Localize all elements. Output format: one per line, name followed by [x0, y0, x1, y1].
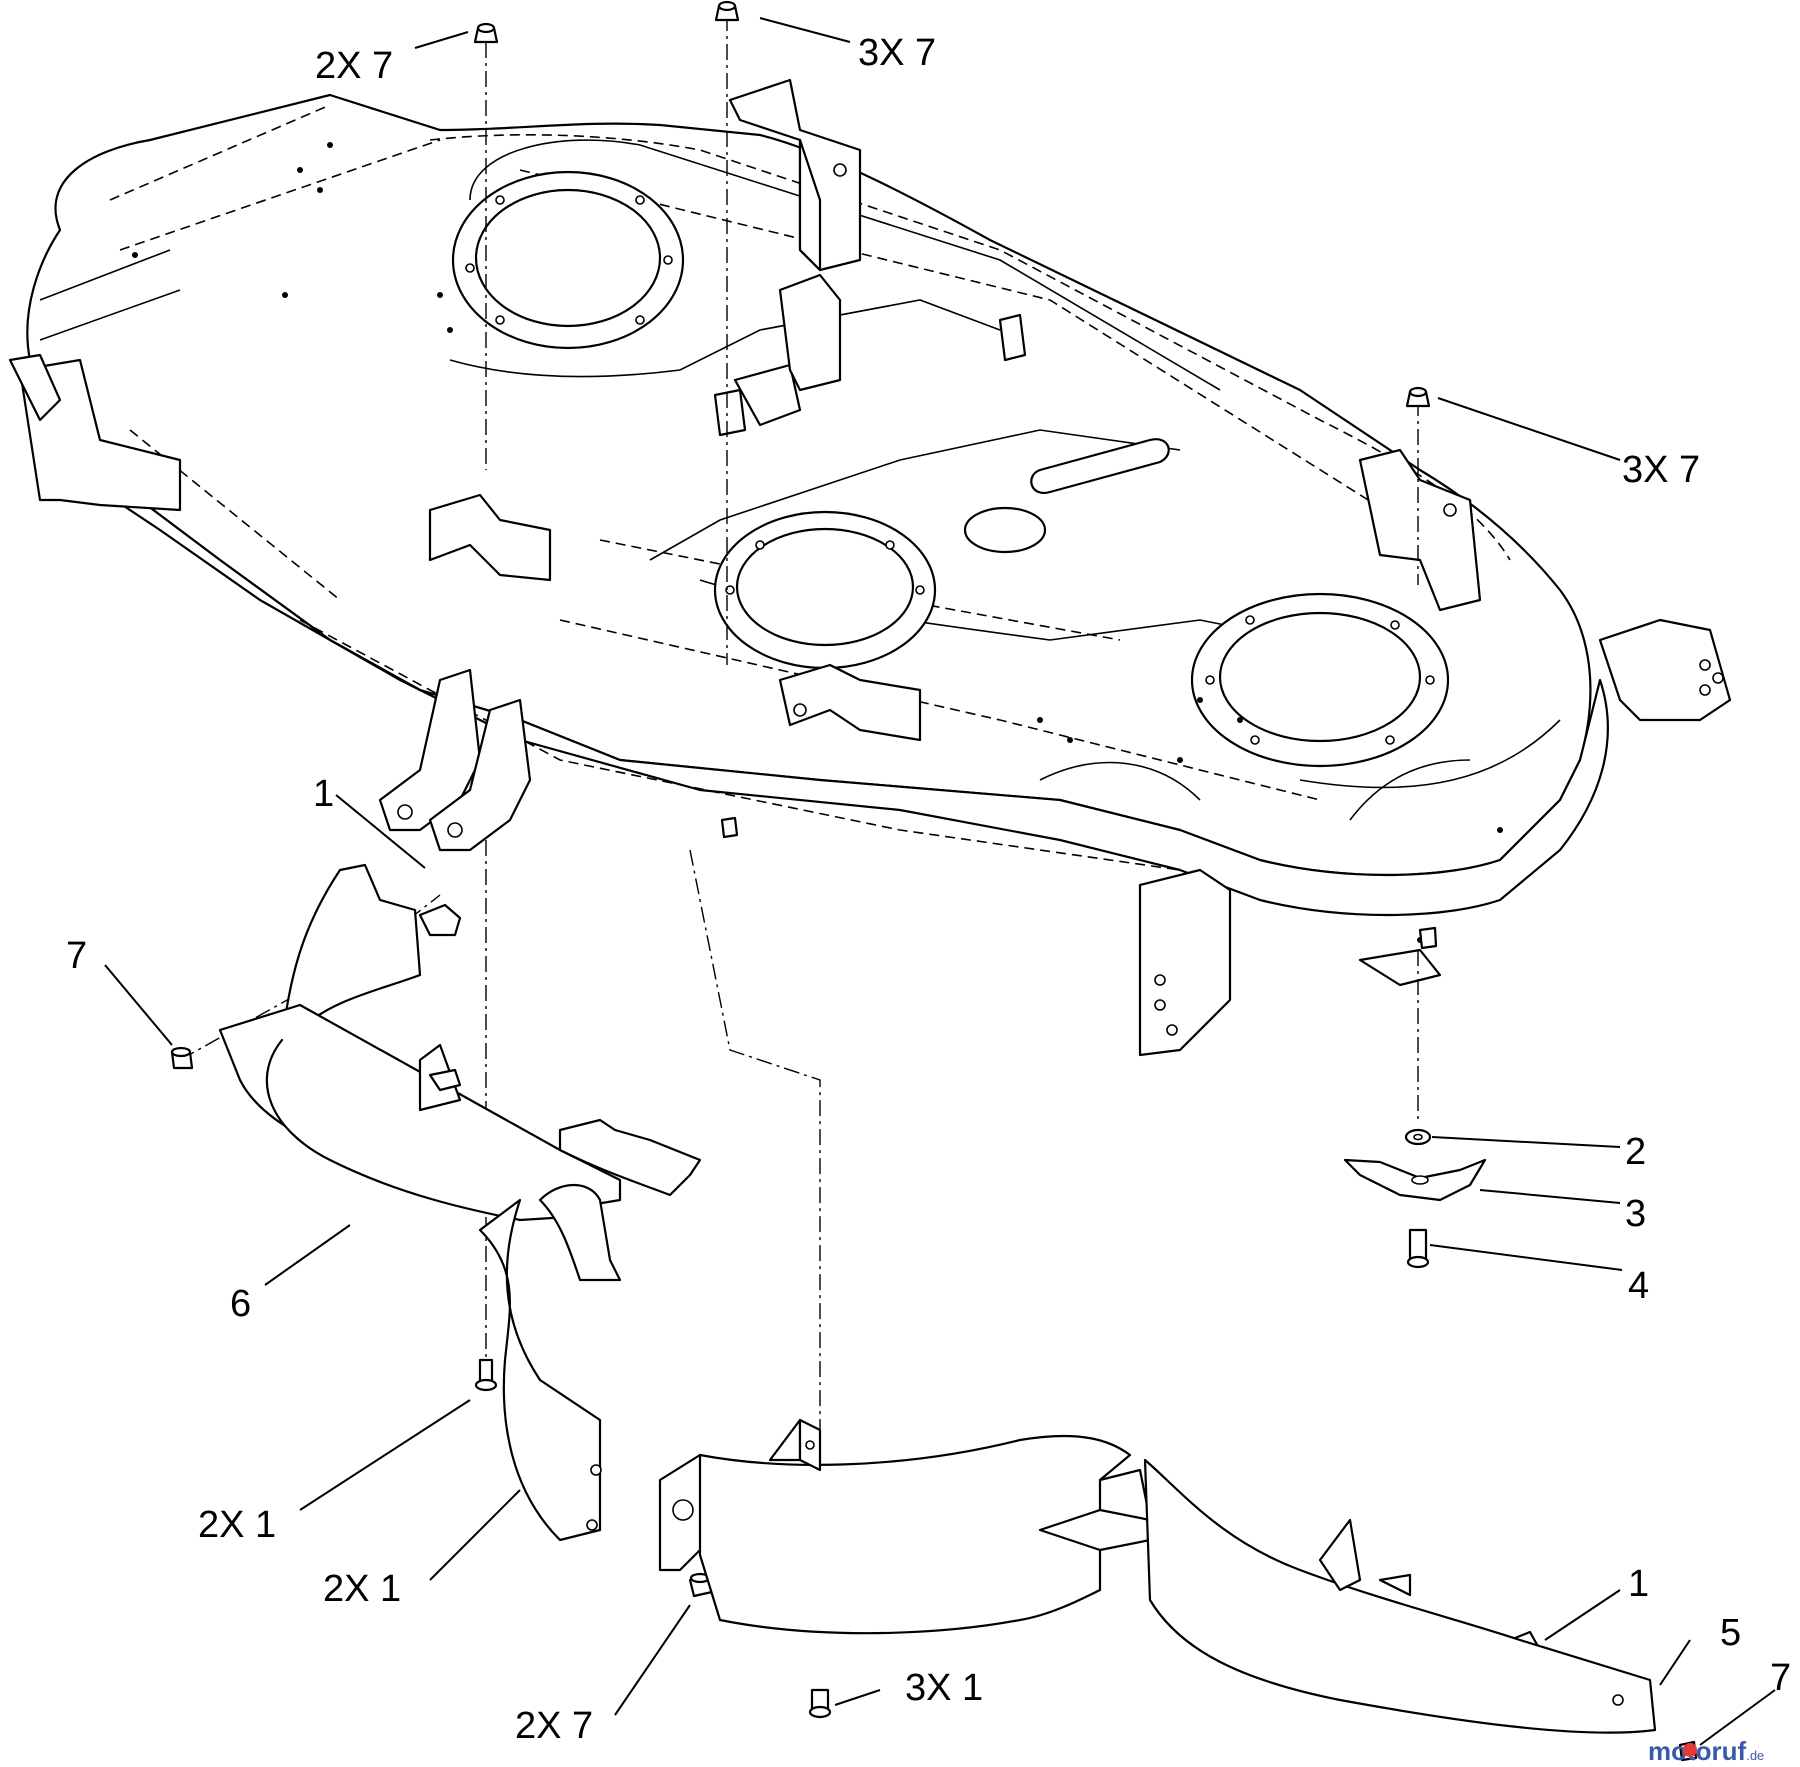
deck-bracket-front — [778, 663, 922, 742]
nut-top-center — [714, 0, 740, 22]
callout-1-right: 1 — [1628, 1563, 1649, 1605]
callout-7-left: 7 — [66, 935, 87, 977]
callout-3: 3 — [1625, 1193, 1646, 1235]
nut-left-7 — [170, 1046, 194, 1070]
callout-2x7-bottom: 2X 7 — [515, 1705, 593, 1747]
baffle-front-long — [658, 1418, 1657, 1734]
deck-hitch-arm-left — [378, 668, 532, 852]
deck-side-plate-left — [8, 353, 182, 512]
leader-lines — [104, 17, 1776, 1746]
svg-text:motoruf.de: motoruf.de — [1648, 1736, 1764, 1766]
callout-6: 6 — [230, 1283, 251, 1325]
bolt-2x1-a — [474, 1358, 498, 1392]
baffle-center-curved — [478, 1184, 622, 1542]
mower-deck — [8, 78, 1732, 1057]
callout-2: 2 — [1625, 1131, 1646, 1173]
deck-side-plate-right — [1598, 618, 1732, 722]
deck-bracket-mid-left — [428, 493, 552, 582]
callout-7-right: 7 — [1770, 1657, 1791, 1699]
bolt-1-left — [418, 903, 462, 937]
deck-bracket-right — [1358, 448, 1482, 612]
washer-2 — [1404, 1128, 1432, 1146]
callout-5: 5 — [1720, 1612, 1741, 1654]
callout-4: 4 — [1628, 1265, 1649, 1307]
baffle-6 — [218, 863, 702, 1222]
nut-top-left — [473, 22, 499, 44]
callout-2x1-b: 2X 1 — [323, 1568, 401, 1610]
watermark-logo: motoruf.de — [1648, 1736, 1764, 1766]
bolt-3x1 — [808, 1688, 832, 1719]
callout-3x7-top: 3X 7 — [858, 32, 936, 74]
deck-front-bracket-plate — [1138, 868, 1442, 1057]
callout-3x7-right: 3X 7 — [1622, 449, 1700, 491]
deck-bracket-rear — [728, 78, 862, 272]
callout-labels: 2X 7 3X 7 3X 7 1 7 6 2 3 4 2X 1 2X 1 2X … — [66, 32, 1791, 1747]
watermark-main: motoruf — [1648, 1736, 1747, 1766]
callout-1-left: 1 — [313, 773, 334, 815]
nut-top-right — [1405, 386, 1431, 408]
callout-3x1: 3X 1 — [905, 1667, 983, 1709]
watermark-suffix: .de — [1746, 1748, 1764, 1763]
blade-3 — [1343, 1158, 1487, 1202]
deck-bracket-center — [778, 273, 842, 392]
callout-2x1-a: 2X 1 — [198, 1504, 276, 1546]
callout-2x7-top: 2X 7 — [315, 45, 393, 87]
bolt-4 — [1406, 1228, 1430, 1269]
